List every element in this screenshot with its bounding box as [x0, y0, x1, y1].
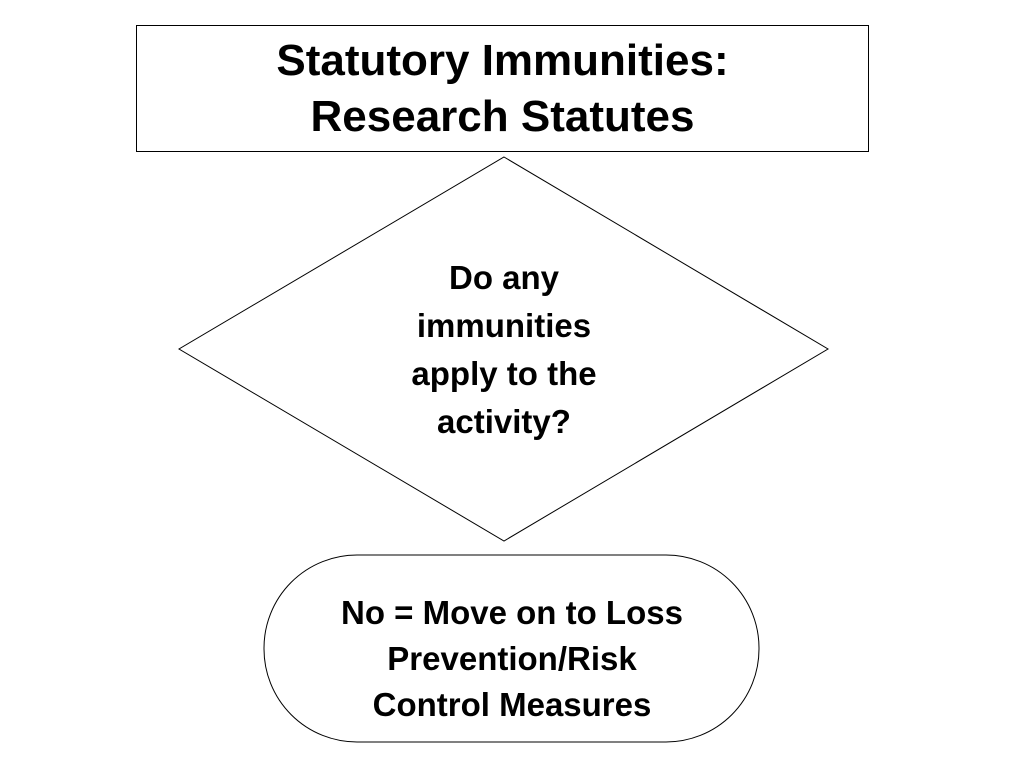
decision-text: Do any immunities apply to the activity? — [354, 255, 654, 445]
title-line-1: Statutory Immunities: — [276, 35, 729, 85]
title-line-2: Research Statutes — [310, 91, 695, 141]
decision-line-1: Do any — [448, 259, 560, 296]
terminal-text: No = Move on to Loss Prevention/Risk Con… — [270, 586, 754, 731]
title-box: Statutory Immunities: Research Statutes — [136, 25, 869, 152]
terminal-rounded-box — [263, 554, 760, 743]
terminal-line-1: No = Move on to Loss — [341, 593, 683, 631]
decision-line-4: activity? — [437, 403, 571, 440]
terminal-line-3: Control Measures — [372, 685, 652, 723]
decision-line-2: immunities — [416, 307, 592, 344]
terminal-line-2: Prevention/Risk — [387, 639, 637, 677]
decision-line-3: apply to the — [411, 355, 597, 392]
decision-diamond — [178, 156, 829, 542]
